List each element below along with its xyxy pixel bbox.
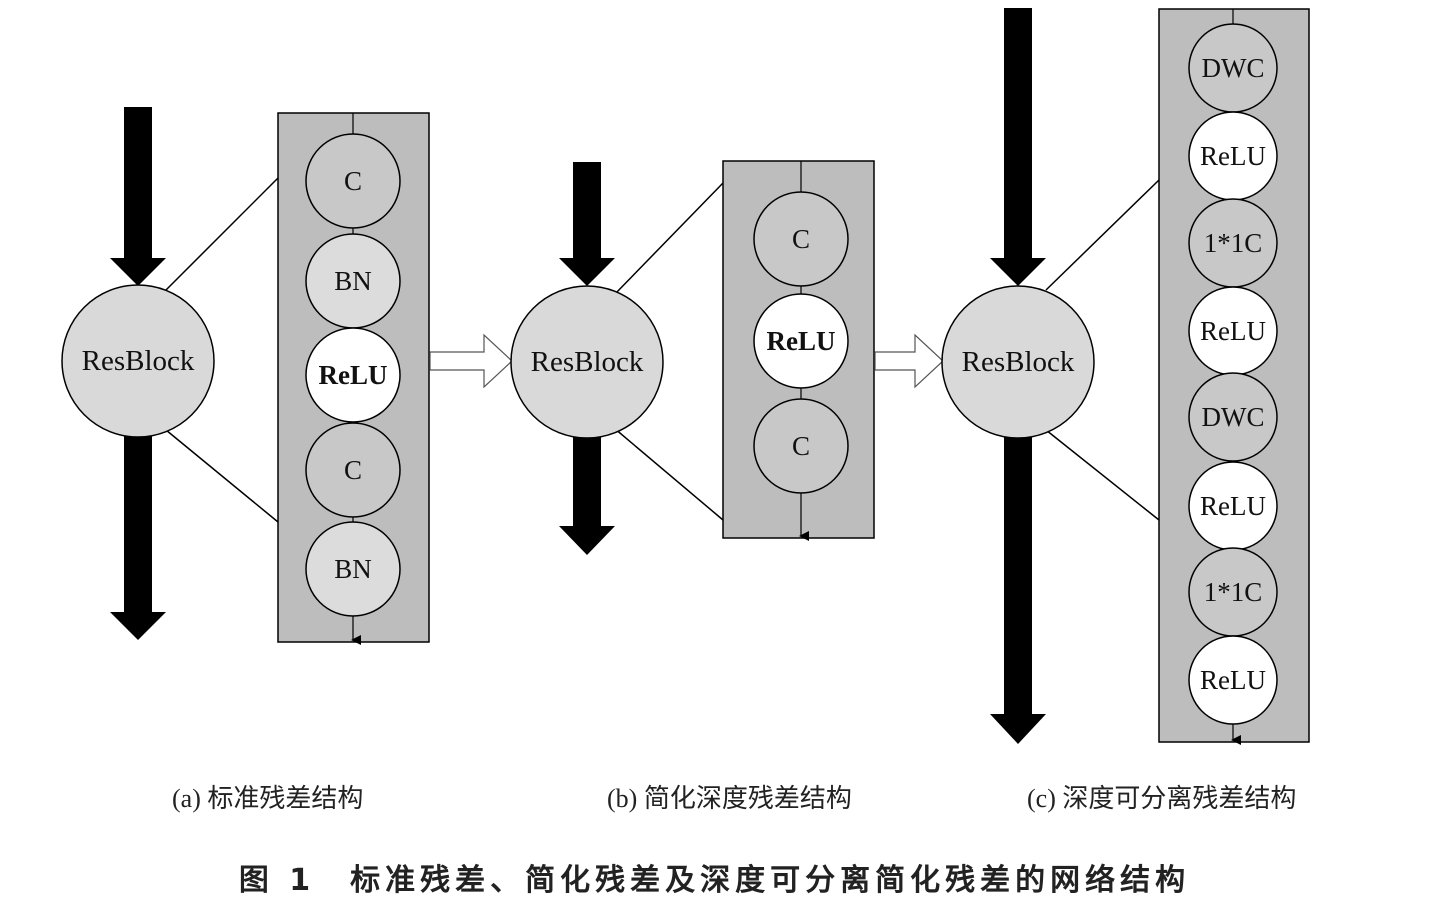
connector-line [1045, 179, 1160, 291]
flow-arrow-b [559, 162, 615, 555]
layer-node: DWC [1188, 23, 1278, 113]
layer-label: DWC [1202, 402, 1265, 432]
layer-label: ReLU [1200, 316, 1266, 346]
layer-node: C [753, 398, 849, 494]
layer-node: C [305, 133, 401, 229]
connector-line [1045, 429, 1160, 521]
resblock-node [510, 285, 664, 439]
layer-label: C [344, 166, 362, 196]
layer-label: ReLU [319, 360, 388, 390]
layer-label: ReLU [1200, 141, 1266, 171]
layer-label: ReLU [767, 326, 836, 356]
layer-node: BN [305, 521, 401, 617]
transition-arrow-icon [874, 333, 944, 389]
resblock-label: ResBlock [531, 346, 644, 378]
connector-line [165, 177, 279, 291]
layer-node: ReLU [1188, 461, 1278, 551]
caption-panel-c: (c) 深度可分离残差结构 [1027, 784, 1297, 813]
layer-label: BN [334, 554, 372, 584]
caption-panel-a: (a) 标准残差结构 [172, 784, 364, 813]
layer-node: C [753, 191, 849, 287]
panel-c: ResBlock DWC ReLU 1*1C ReLU DWC ReLU [941, 8, 1310, 745]
caption-panel-b: (b) 简化深度残差结构 [607, 784, 852, 813]
connector-line [165, 429, 279, 523]
layer-node: DWC [1188, 372, 1278, 462]
layer-label: C [792, 431, 810, 461]
panel-a: ResBlock C BN ReLU C BN [61, 107, 430, 645]
layer-node: ReLU [1188, 286, 1278, 376]
layer-node: 1*1C [1188, 198, 1278, 288]
layer-node: 1*1C [1188, 547, 1278, 637]
layer-label: BN [334, 266, 372, 296]
layer-label: ReLU [1200, 491, 1266, 521]
flow-arrow-a [110, 107, 166, 640]
resblock-label: ResBlock [82, 345, 195, 377]
layer-node: BN [305, 233, 401, 329]
flow-arrow-c [990, 8, 1046, 744]
connector-line [613, 427, 724, 521]
panel-b: ResBlock C ReLU C [510, 160, 875, 555]
layer-label: ReLU [1200, 665, 1266, 695]
connector-line [613, 182, 724, 296]
figure-caption: 图 1 标准残差、简化残差及深度可分离简化残差的网络结构 [238, 863, 1191, 898]
layer-label: 1*1C [1204, 228, 1263, 258]
resblock-node [941, 285, 1095, 439]
layer-node: ReLU [305, 327, 401, 423]
layer-label: C [792, 224, 810, 254]
layer-node: ReLU [1188, 111, 1278, 201]
layer-label: C [344, 455, 362, 485]
resblock-node [61, 284, 215, 438]
resblock-label: ResBlock [962, 346, 1075, 378]
layer-node: ReLU [1188, 635, 1278, 725]
transition-arrow-icon [429, 333, 513, 389]
layer-label: DWC [1202, 53, 1265, 83]
layer-label: 1*1C [1204, 577, 1263, 607]
layer-node: ReLU [753, 293, 849, 389]
layer-node: C [305, 422, 401, 518]
